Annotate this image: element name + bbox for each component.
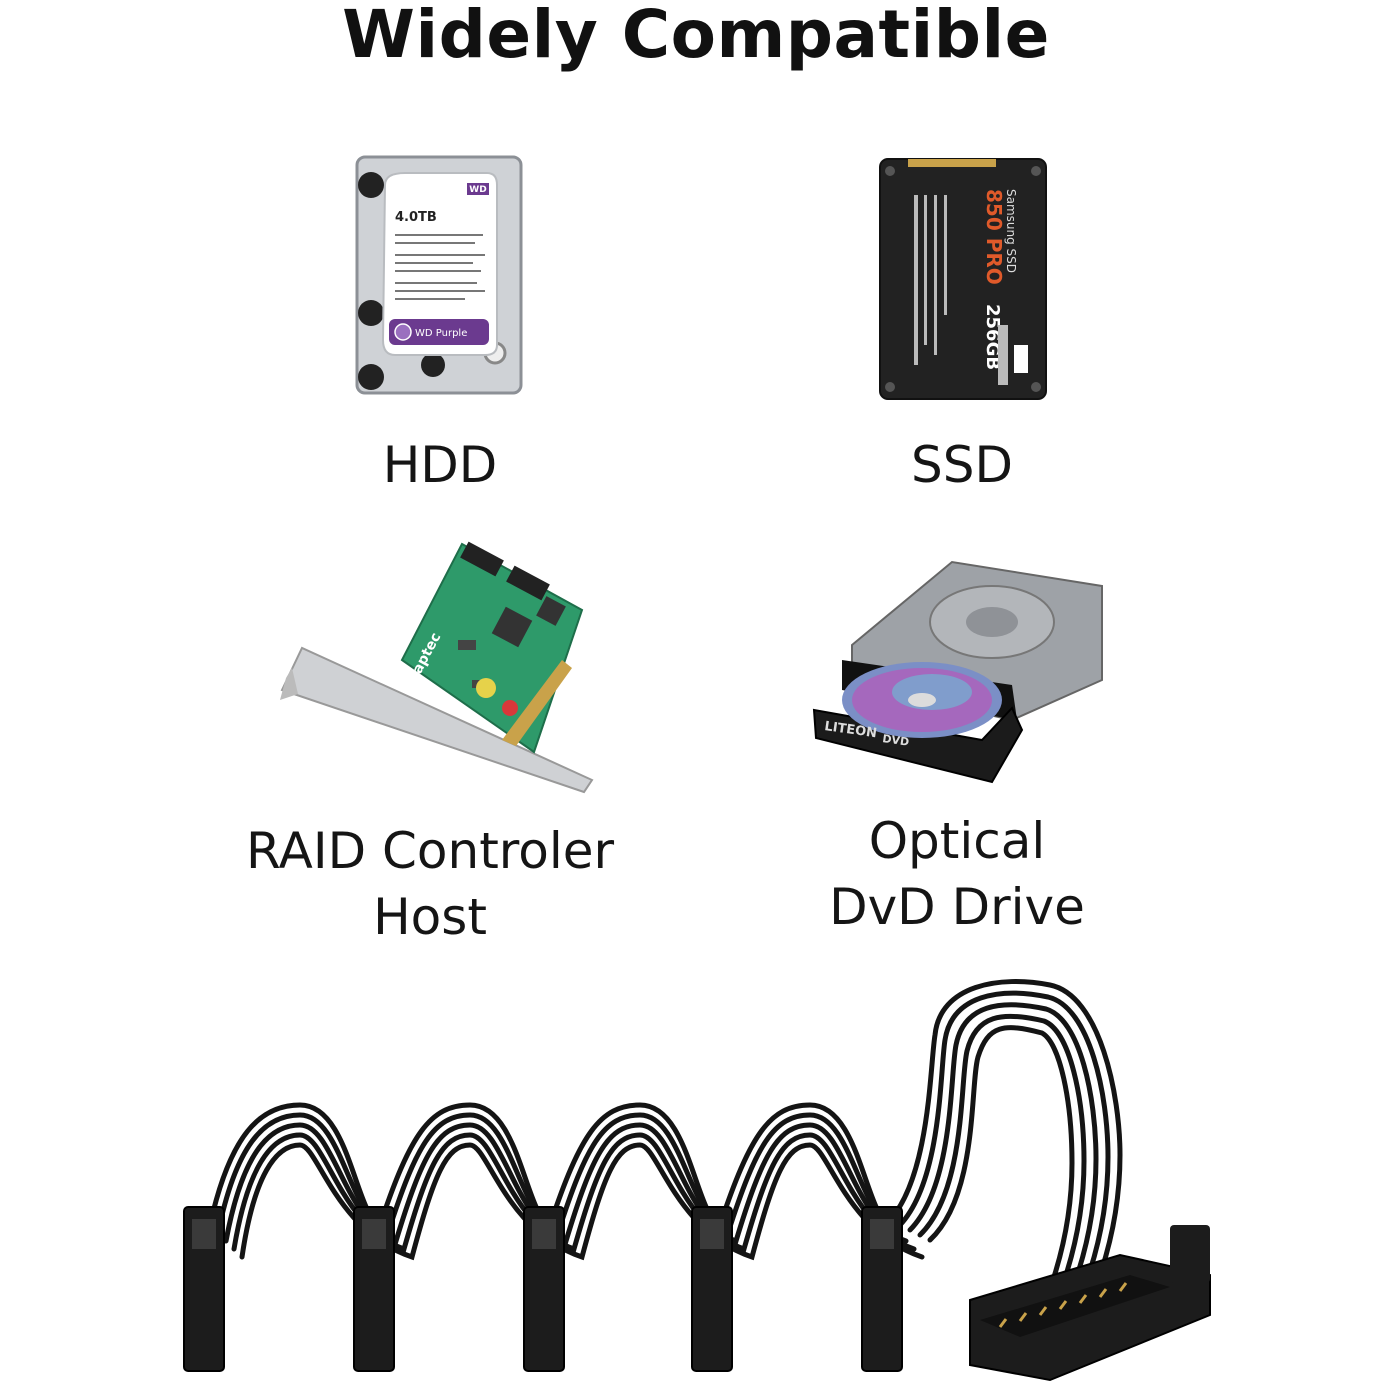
hdd-line-text: WD Purple <box>415 328 467 339</box>
raid-label: RAID Controler Host <box>210 818 650 950</box>
optical-label-line2: DvD Drive <box>829 878 1085 936</box>
optical-label-line1: Optical <box>868 812 1046 870</box>
ssd-label: SSD <box>911 436 1013 494</box>
optical-format-text: DVD <box>882 732 910 749</box>
hdd-image: WD 4.0TB WD Purple <box>355 155 523 395</box>
ssd-brand-text: Samsung SSD <box>1004 189 1018 273</box>
sata-cable-image <box>183 979 1211 1382</box>
ssd-image: Samsung SSD 850 PRO 256GB <box>879 158 1047 400</box>
raid-controller-image: adaptec <box>280 541 594 794</box>
ssd-model-text: 850 PRO <box>982 189 1006 285</box>
hdd-label: HDD <box>382 436 498 494</box>
optical-label: Optical DvD Drive <box>757 808 1157 940</box>
raid-label-line2: Host <box>373 888 487 946</box>
ssd-capacity-text: 256GB <box>982 304 1003 370</box>
page-title: Widely Compatible <box>342 0 1050 73</box>
hdd-capacity-text: 4.0TB <box>395 210 437 225</box>
raid-label-line1: RAID Controler <box>245 822 615 880</box>
hdd-brand-text: WD <box>469 185 486 195</box>
optical-drive-image: LITEON DVD <box>812 560 1103 784</box>
optical-brand-text: LITEON <box>823 719 877 741</box>
